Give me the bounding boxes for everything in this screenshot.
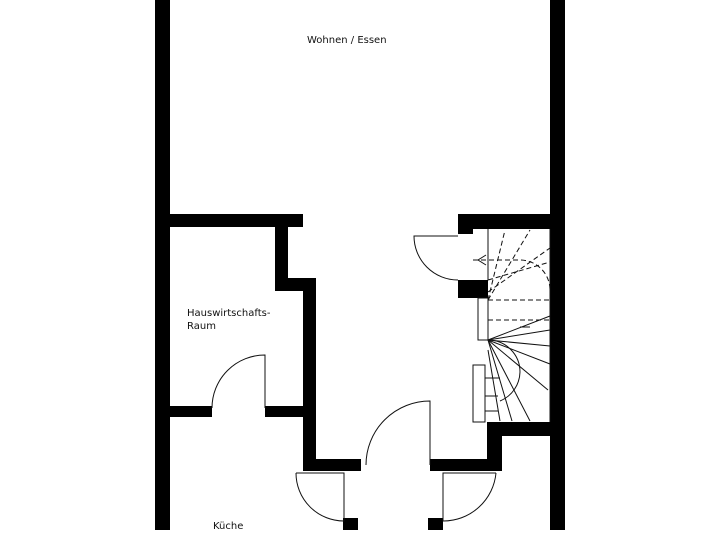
room-label-living-dining: Wohnen / Essen xyxy=(307,35,387,46)
walls xyxy=(155,0,565,530)
wall-hall-bottom-right xyxy=(430,459,502,471)
wall-living-utility xyxy=(155,214,303,227)
stair-railing xyxy=(477,297,489,341)
wall-utility-kitchen-right xyxy=(265,406,310,417)
staircase xyxy=(473,229,551,422)
door-utility-swing xyxy=(211,354,266,409)
doors xyxy=(211,235,497,522)
wall-hall-bottom-left xyxy=(303,459,361,471)
wall-stair-block xyxy=(458,280,488,298)
door-stair-swing xyxy=(413,235,459,281)
wall-niche-vertical xyxy=(275,227,288,279)
wall-bottom-stub-right xyxy=(428,518,443,530)
stair-stringer xyxy=(472,364,486,423)
door-kitchen-right-swing xyxy=(442,472,497,522)
wall-left xyxy=(155,0,170,530)
wall-bottom-stub-left xyxy=(343,518,358,530)
wall-stair-left xyxy=(458,214,473,234)
room-label-kitchen: Küche xyxy=(213,521,244,532)
wall-stair-top xyxy=(458,214,565,229)
wall-right-upper xyxy=(550,0,565,530)
door-hall-swing xyxy=(365,400,431,466)
door-kitchen-left-swing xyxy=(295,472,345,522)
wall-stair-bottom xyxy=(487,422,565,436)
room-label-utility-line2: Raum xyxy=(187,321,216,332)
room-label-utility-line1: Hauswirtschafts- xyxy=(187,308,271,319)
wall-utility-kitchen-left xyxy=(155,406,212,417)
wall-central xyxy=(303,278,316,470)
